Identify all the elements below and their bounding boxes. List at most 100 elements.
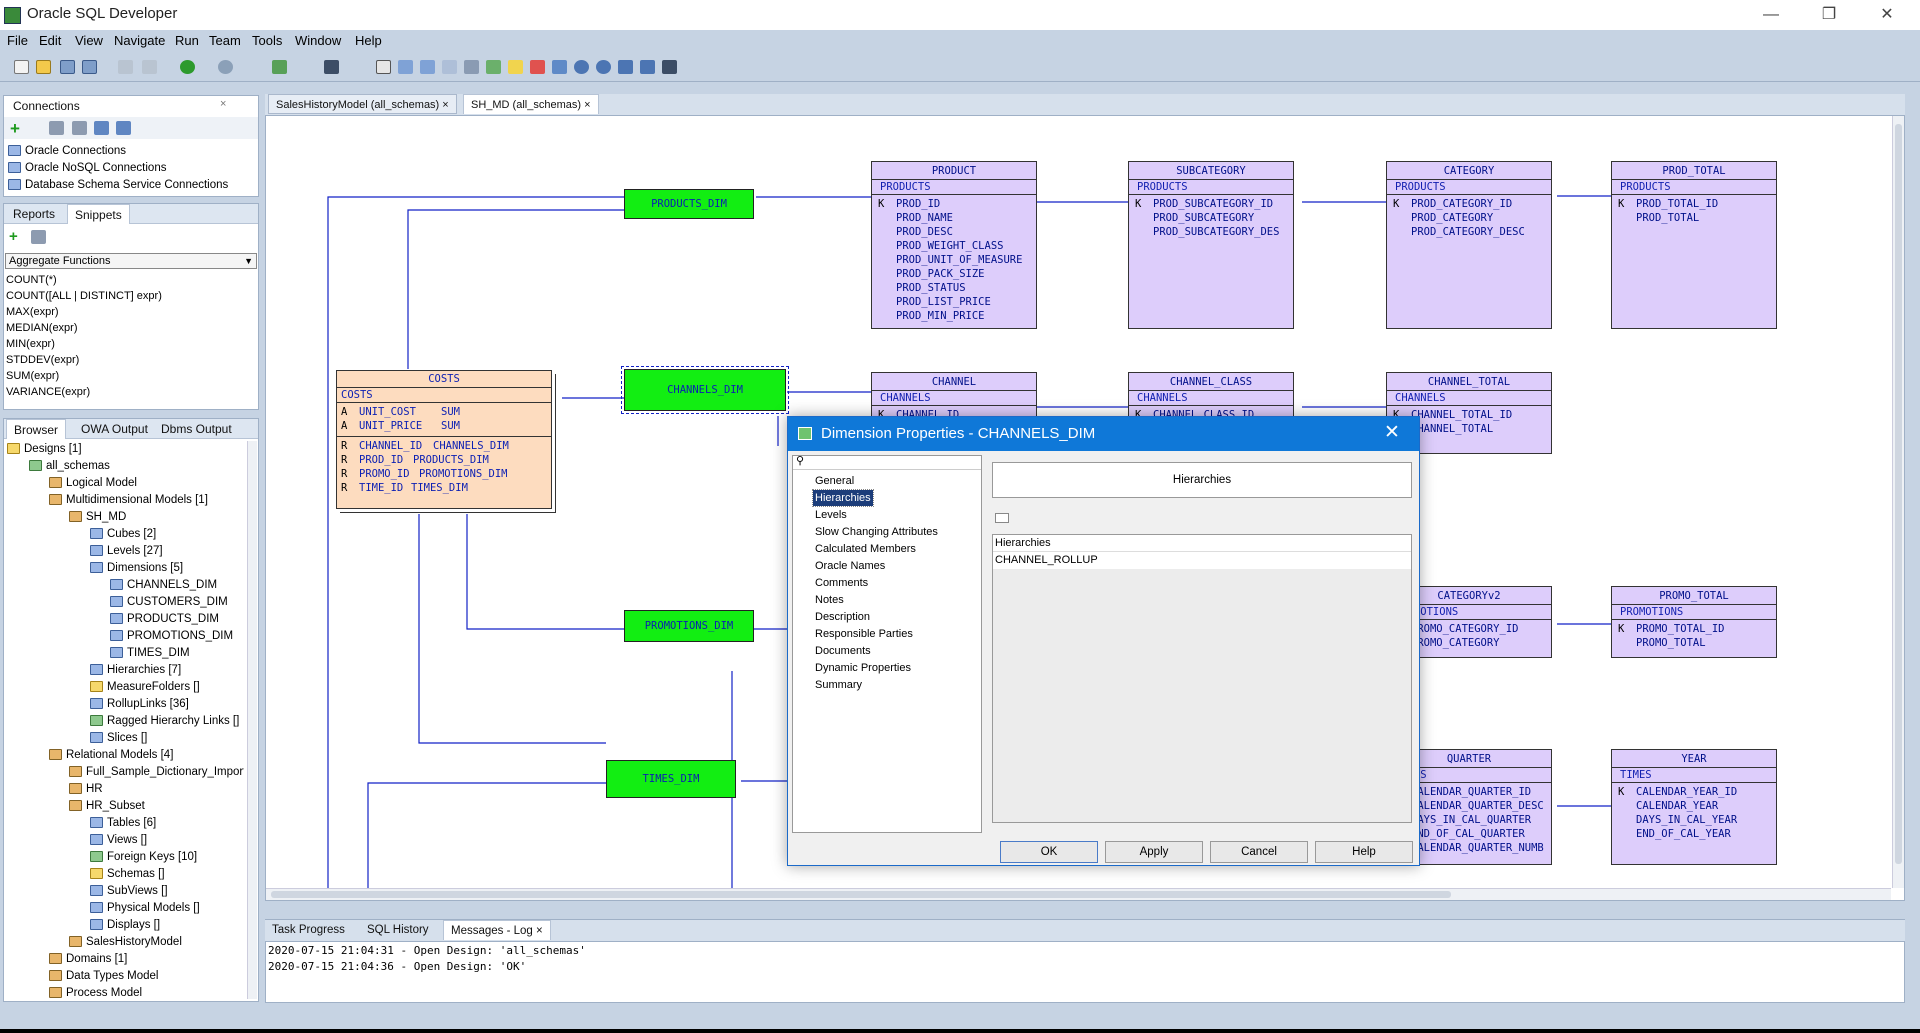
browser-scrollbar[interactable] xyxy=(247,441,257,999)
tree-saleshistorymodel[interactable]: SalesHistoryModel xyxy=(86,936,182,948)
v-scroll-thumb[interactable] xyxy=(1895,124,1902,864)
schema-browser-icon[interactable] xyxy=(94,121,109,135)
fit-screen-icon[interactable] xyxy=(618,60,633,74)
tab-reports[interactable]: Reports xyxy=(13,207,56,221)
tab-messages-log[interactable]: Messages - Log × xyxy=(443,920,551,940)
add-snippet-icon[interactable]: + xyxy=(9,228,18,245)
tree-displays[interactable]: Displays [] xyxy=(107,919,161,931)
arrow-icon[interactable] xyxy=(486,60,501,74)
tree-hierarchies[interactable]: Hierarchies [7] xyxy=(107,664,182,676)
undo-icon[interactable] xyxy=(118,60,133,74)
dimension-times-dim[interactable]: TIMES_DIM xyxy=(606,760,736,798)
select-icon[interactable] xyxy=(376,60,391,74)
canvas-h-scrollbar[interactable] xyxy=(266,888,1891,900)
snippet-item[interactable]: STDDEV(expr) xyxy=(6,354,80,366)
tree-times-dim[interactable]: TIMES_DIM xyxy=(127,647,190,659)
tree-foreign-keys[interactable]: Foreign Keys [10] xyxy=(107,851,198,863)
tree-tables[interactable]: Tables [6] xyxy=(107,817,157,829)
snippet-item[interactable]: COUNT([ALL | DISTINCT] expr) xyxy=(6,290,162,302)
snippet-item[interactable]: COUNT(*) xyxy=(6,274,57,286)
tree-dimensions[interactable]: Dimensions [5] xyxy=(107,562,184,574)
delete-icon[interactable] xyxy=(530,60,545,74)
tab-snippets[interactable]: Snippets xyxy=(67,204,130,224)
menu-view[interactable]: View xyxy=(75,33,103,48)
tree-subviews[interactable]: SubViews [] xyxy=(107,885,168,897)
tree-promotions-dim[interactable]: PROMOTIONS_DIM xyxy=(127,630,234,642)
tab-saleshistorymodel[interactable]: SalesHistoryModel (all_schemas) × xyxy=(268,94,457,114)
tree-measurefolders[interactable]: MeasureFolders [] xyxy=(107,681,200,693)
redo-icon[interactable] xyxy=(142,60,157,74)
snippet-item[interactable]: MIN(expr) xyxy=(6,338,55,350)
sql-worksheet-icon[interactable] xyxy=(272,60,287,74)
find-icon[interactable] xyxy=(324,60,339,74)
canvas-v-scrollbar[interactable] xyxy=(1892,116,1904,888)
cancel-button[interactable]: Cancel xyxy=(1210,841,1308,863)
connections-title[interactable]: Connections xyxy=(13,99,80,113)
tree-cubes[interactable]: Cubes [2] xyxy=(107,528,157,540)
tree-channels-dim[interactable]: CHANNELS_DIM xyxy=(127,579,218,591)
tab-task-progress[interactable]: Task Progress xyxy=(272,924,345,936)
tree-physical-models[interactable]: Physical Models [] xyxy=(107,902,200,914)
image-icon[interactable] xyxy=(552,60,567,74)
nav-description[interactable]: Description xyxy=(815,611,871,623)
new-icon[interactable] xyxy=(14,60,29,74)
tree-sh-md[interactable]: SH_MD xyxy=(86,511,127,523)
tree-logical-model[interactable]: Logical Model xyxy=(66,477,137,489)
open-icon[interactable] xyxy=(36,60,51,74)
tree-views[interactable]: Views [] xyxy=(107,834,148,846)
dimension-promotions-dim[interactable]: PROMOTIONS_DIM xyxy=(624,610,754,642)
tree-levels[interactable]: Levels [27] xyxy=(107,545,163,557)
nav-documents[interactable]: Documents xyxy=(815,645,871,657)
nav-oracle-names[interactable]: Oracle Names xyxy=(815,560,886,572)
nav-calculated-members[interactable]: Calculated Members xyxy=(815,543,916,555)
tree-schemas[interactable]: Schemas [] xyxy=(107,868,165,880)
tree-domains[interactable]: Domains [1] xyxy=(66,953,128,965)
filter-icon[interactable] xyxy=(72,121,87,135)
tab-sh-md[interactable]: SH_MD (all_schemas) × xyxy=(463,94,599,114)
snippet-item[interactable]: MAX(expr) xyxy=(6,306,59,318)
dimension-channels-dim[interactable]: CHANNELS_DIM xyxy=(621,366,789,414)
nav-responsible-parties[interactable]: Responsible Parties xyxy=(815,628,913,640)
nav-dynamic-properties[interactable]: Dynamic Properties xyxy=(815,662,911,674)
snippet-item[interactable]: VARIANCE(expr) xyxy=(6,386,91,398)
new-cube-icon[interactable] xyxy=(398,60,413,74)
tab-sql-history[interactable]: SQL History xyxy=(367,924,429,936)
nav-slow-changing[interactable]: Slow Changing Attributes xyxy=(815,526,938,538)
tree-slices[interactable]: Slices [] xyxy=(107,732,148,744)
tree-relational-models[interactable]: Relational Models [4] xyxy=(66,749,174,761)
menu-tools[interactable]: Tools xyxy=(252,33,283,48)
tab-owa-output[interactable]: OWA Output xyxy=(81,422,148,436)
table-row[interactable]: CHANNEL_ROLLUP xyxy=(993,552,1411,569)
tree-all-schemas[interactable]: all_schemas xyxy=(46,460,110,472)
nav-levels[interactable]: Levels xyxy=(815,509,847,521)
tab-dbms-output[interactable]: Dbms Output xyxy=(161,422,232,436)
refresh-icon[interactable] xyxy=(49,121,64,135)
edit-snippet-icon[interactable] xyxy=(31,230,46,244)
level-quarter[interactable]: QUARTERTIMESCALENDAR_QUARTER_IDCALENDAR_… xyxy=(1386,749,1552,865)
tree-hr-subset[interactable]: HR_Subset xyxy=(86,800,145,812)
menu-run[interactable]: Run xyxy=(175,33,199,48)
unshared-icon[interactable] xyxy=(116,121,131,135)
link-icon[interactable] xyxy=(464,60,479,74)
h-scroll-thumb[interactable] xyxy=(271,891,1451,898)
tree-full-sample[interactable]: Full_Sample_Dictionary_Import xyxy=(86,766,244,778)
conn-oracle[interactable]: Oracle Connections xyxy=(25,145,126,157)
menu-team[interactable]: Team xyxy=(209,33,241,48)
back-icon[interactable] xyxy=(180,60,195,74)
nav-general[interactable]: General xyxy=(815,475,855,487)
snippet-item[interactable]: SUM(expr) xyxy=(6,370,60,382)
close-window-icon[interactable]: ✕ xyxy=(1880,6,1894,23)
forward-icon[interactable] xyxy=(218,60,233,74)
tree-data-types-model[interactable]: Data Types Model xyxy=(66,970,159,982)
menu-window[interactable]: Window xyxy=(295,33,342,48)
dimension-products-dim[interactable]: PRODUCTS_DIM xyxy=(624,189,754,219)
nav-hierarchies[interactable]: Hierarchies xyxy=(812,489,874,507)
menu-file[interactable]: File xyxy=(7,33,28,48)
tree-process-model[interactable]: Process Model xyxy=(66,987,143,999)
conn-nosql[interactable]: Oracle NoSQL Connections xyxy=(25,162,167,174)
add-connection-icon[interactable]: + xyxy=(10,119,20,138)
